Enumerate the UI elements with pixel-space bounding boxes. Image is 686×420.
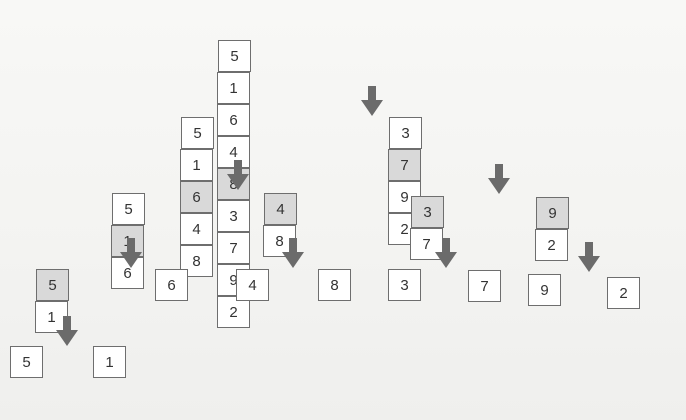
array-box: 8 [318, 269, 351, 301]
array-box: 6 [155, 269, 188, 301]
down-arrow-icon [488, 164, 510, 194]
down-arrow-icon [578, 242, 600, 272]
pivot-cell: 3 [411, 196, 444, 228]
array-cell: 4 [180, 213, 213, 245]
pivot-cell: 5 [36, 269, 69, 301]
array-box: 3 [388, 269, 421, 301]
pivot-cell: 9 [536, 197, 569, 229]
array-cell: 5 [218, 40, 251, 72]
array-cell: 5 [112, 193, 145, 225]
array-cell: 3 [217, 200, 250, 232]
array-cell: 7 [468, 270, 501, 302]
down-arrow-icon [120, 238, 142, 268]
down-arrow-icon [227, 160, 249, 190]
array-cell: 6 [217, 104, 250, 136]
array-box: 4 [236, 269, 269, 301]
down-arrow-icon [56, 316, 78, 346]
array-cell: 1 [180, 149, 213, 181]
pivot-cell: 8 [217, 168, 250, 200]
array-cell: 2 [535, 229, 568, 261]
down-arrow-icon [361, 86, 383, 116]
array-cell: 3 [388, 269, 421, 301]
array-box: 2 [607, 277, 640, 309]
array-cell: 3 [389, 117, 422, 149]
down-arrow-icon [282, 238, 304, 268]
pivot-cell: 7 [388, 149, 421, 181]
array-cell: 8 [318, 269, 351, 301]
pivot-cell: 6 [180, 181, 213, 213]
array-cell: 5 [181, 117, 214, 149]
array-cell: 1 [35, 301, 68, 333]
array-box: 9 [528, 274, 561, 306]
down-arrow-icon [435, 238, 457, 268]
array-cell: 4 [217, 136, 250, 168]
array-cell: 7 [217, 232, 250, 264]
array-box: 7 [468, 270, 501, 302]
array-box: 1 [93, 346, 126, 378]
array-cell: 4 [236, 269, 269, 301]
array-cell: 9 [528, 274, 561, 306]
array-cell: 2 [217, 296, 250, 328]
array-cell: 1 [217, 72, 250, 104]
pivot-cell: 4 [264, 193, 297, 225]
array-cell: 6 [155, 269, 188, 301]
array-cell: 2 [607, 277, 640, 309]
array-cell: 5 [10, 346, 43, 378]
array-box: 5 [10, 346, 43, 378]
array-cell: 1 [93, 346, 126, 378]
